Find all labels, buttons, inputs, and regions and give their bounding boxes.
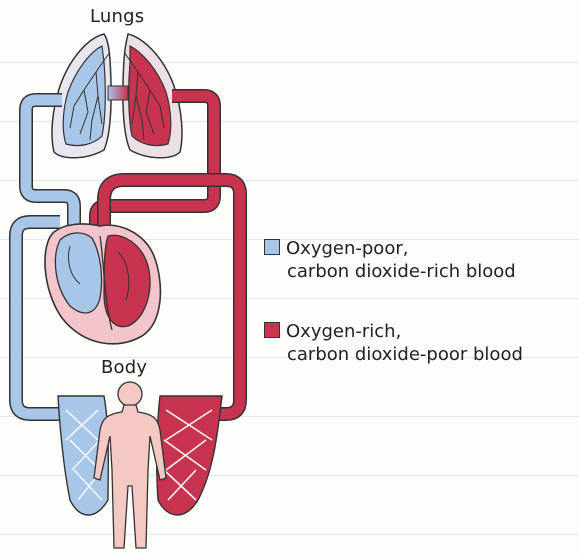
heart: [45, 224, 160, 344]
legend-oxygen-poor-line1: Oxygen-poor,: [286, 238, 408, 259]
legend-oxygen-poor: Oxygen-poor, carbon dioxide-rich blood: [264, 237, 516, 283]
oxygen-rich-swatch: [264, 322, 280, 338]
body-label: Body: [101, 357, 147, 378]
legend-oxygen-rich-line1: Oxygen-rich,: [286, 321, 401, 342]
oxygen-poor-swatch: [264, 239, 280, 255]
lungs-label: Lungs: [90, 6, 144, 27]
legend-oxygen-poor-line2: carbon dioxide-rich blood: [264, 260, 516, 283]
lungs: [52, 34, 182, 158]
legend-oxygen-rich-line2: carbon dioxide-poor blood: [264, 343, 523, 366]
legend-oxygen-rich: Oxygen-rich, carbon dioxide-poor blood: [264, 320, 523, 366]
